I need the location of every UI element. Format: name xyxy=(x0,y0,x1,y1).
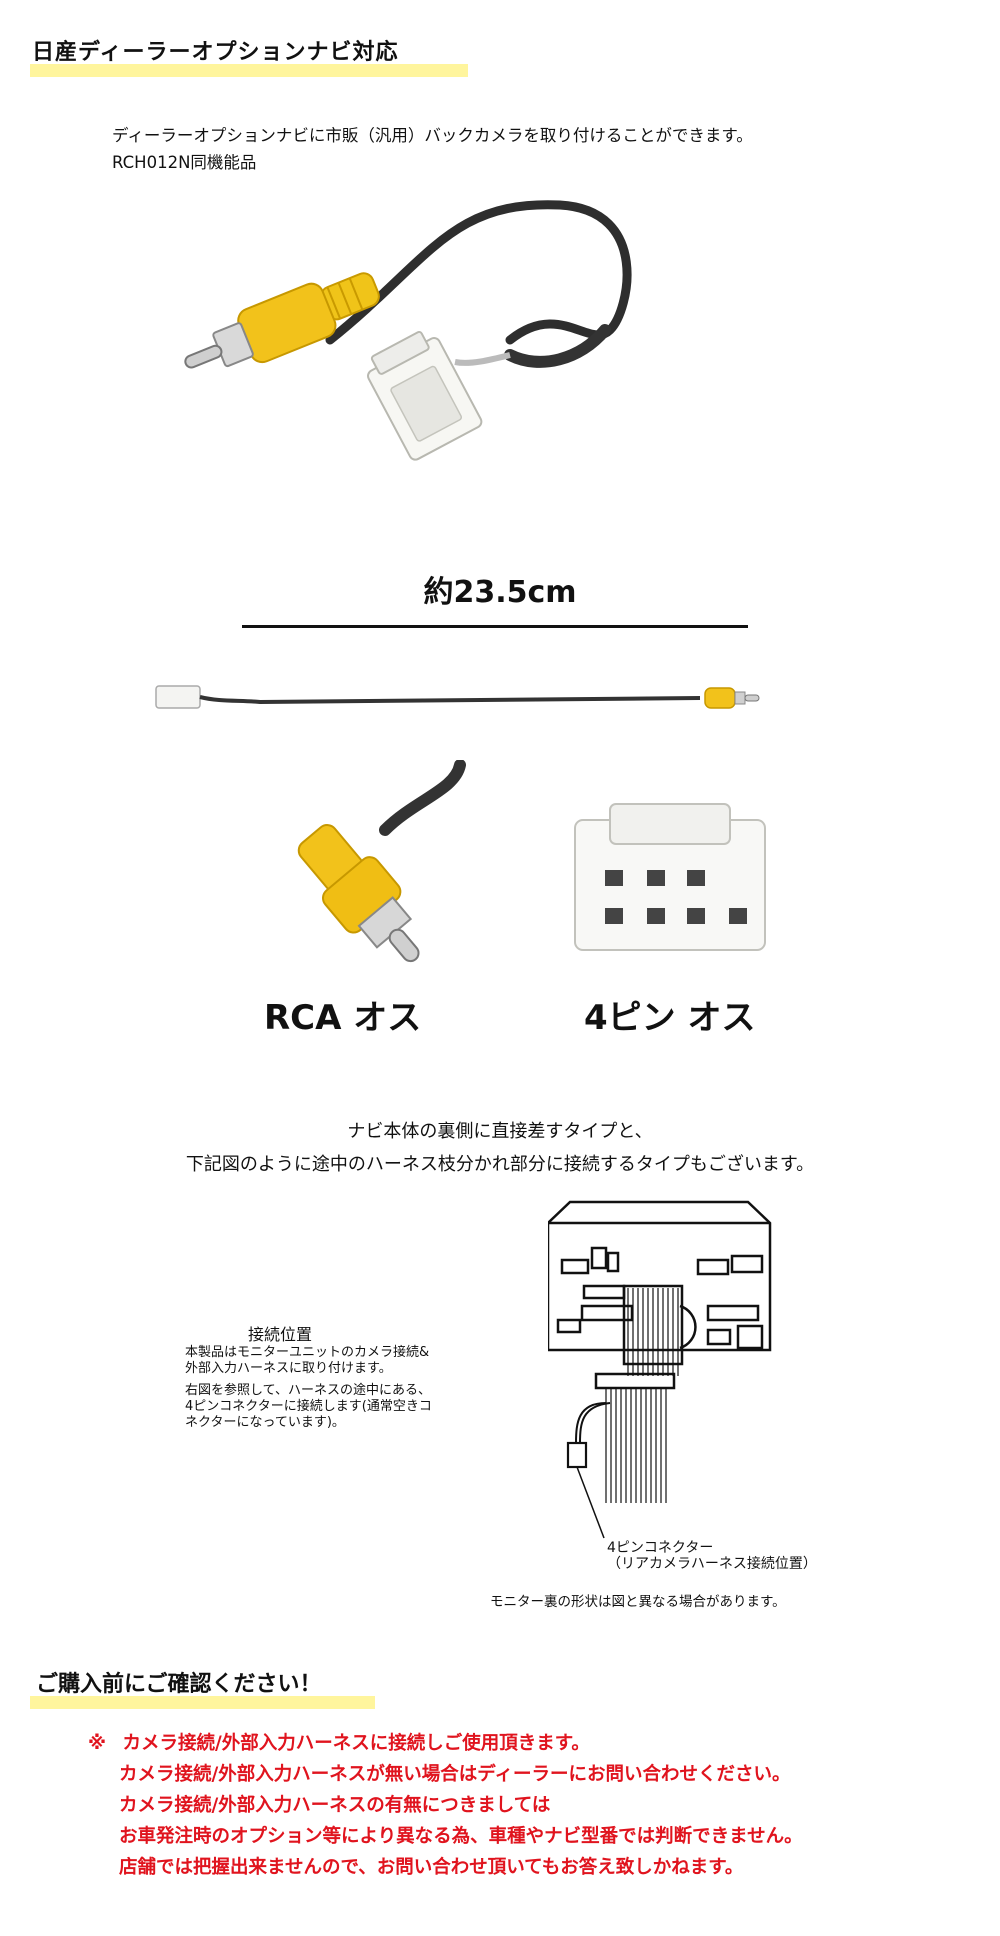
cable-length-label: 約23.5cm xyxy=(423,575,577,610)
connection-line-2: 下記図のように途中のハーネス枝分かれ部分に接続するタイプもございます。 xyxy=(185,1154,815,1175)
connection-line-1: ナビ本体の裏側に直接差すタイプと、 xyxy=(347,1121,653,1142)
caution-line-4: お車発注時のオプション等により異なる為、車種やナビ型番では判断できません。 xyxy=(119,1826,803,1847)
caution-title: ご購入前にご確認ください！ xyxy=(36,1672,322,1697)
4pin-connector-image xyxy=(574,803,766,951)
4pin-connector-label: 4ピン オス xyxy=(584,998,756,1038)
diagram-caption-line-1: 4ピンコネクター xyxy=(607,1540,714,1556)
position-line-1: 本製品はモニターユニットのカメラ接続& xyxy=(185,1345,430,1360)
position-line-2: 外部入力ハーネスに取り付けます。 xyxy=(185,1361,392,1376)
caution-line-1: ※ カメラ接続/外部入力ハーネスに接続しご使用頂きます。 xyxy=(88,1728,803,1759)
caution-list: ※ カメラ接続/外部入力ハーネスに接続しご使用頂きます。 カメラ接続/外部入力ハ… xyxy=(88,1728,803,1883)
diagram-caption-line-2: （リアカメラハーネス接続位置） xyxy=(607,1556,817,1572)
page-title: 日産ディーラーオプションナビ対応 xyxy=(32,40,399,65)
intro-line-1: ディーラーオプションナビに市販（汎用）バックカメラを取り付けることができます。 xyxy=(112,126,753,145)
diagram-note: モニター裏の形状は図と異なる場合があります。 xyxy=(490,1594,786,1610)
monitor-back-diagram xyxy=(548,1200,772,1539)
caution-mark: ※ xyxy=(88,1733,106,1754)
product-cable-photo xyxy=(184,200,632,461)
rca-connector-label: RCA オス xyxy=(264,998,422,1038)
straight-cable-image xyxy=(155,685,760,709)
position-line-4: 4ピンコネクターに接続します(通常空きコ xyxy=(185,1399,432,1414)
position-info: 接続位置 本製品はモニターユニットのカメラ接続& 外部入力ハーネスに取り付けます… xyxy=(185,1327,432,1431)
caution-text: カメラ接続/外部入力ハーネスに接続しご使用頂きます。 xyxy=(122,1733,590,1754)
caution-line-2: カメラ接続/外部入力ハーネスが無い場合はディーラーにお問い合わせください。 xyxy=(119,1764,791,1785)
position-heading: 接続位置 xyxy=(247,1325,312,1344)
title-highlight xyxy=(30,64,468,77)
connection-description: ナビ本体の裏側に直接差すタイプと、 下記図のように途中のハーネス枝分かれ部分に接… xyxy=(0,1115,1000,1181)
caution-highlight xyxy=(30,1696,375,1709)
caution-line-3: カメラ接続/外部入力ハーネスの有無につきましては xyxy=(119,1795,551,1816)
position-line-5: ネクターになっています)。 xyxy=(185,1415,345,1430)
length-indicator-line xyxy=(242,625,748,628)
rca-connector-image xyxy=(297,760,466,963)
intro-text: ディーラーオプションナビに市販（汎用）バックカメラを取り付けることができます。 … xyxy=(112,122,753,176)
diagram-caption: 4ピンコネクター （リアカメラハーネス接続位置） xyxy=(607,1540,817,1572)
intro-model-line: RCH012N同機能品 xyxy=(112,153,257,172)
caution-line-5: 店舗では把握出来ませんので、お問い合わせ頂いてもお答え致しかねます。 xyxy=(119,1857,744,1878)
position-line-3: 右図を参照して、ハーネスの途中にある、 xyxy=(185,1383,431,1398)
